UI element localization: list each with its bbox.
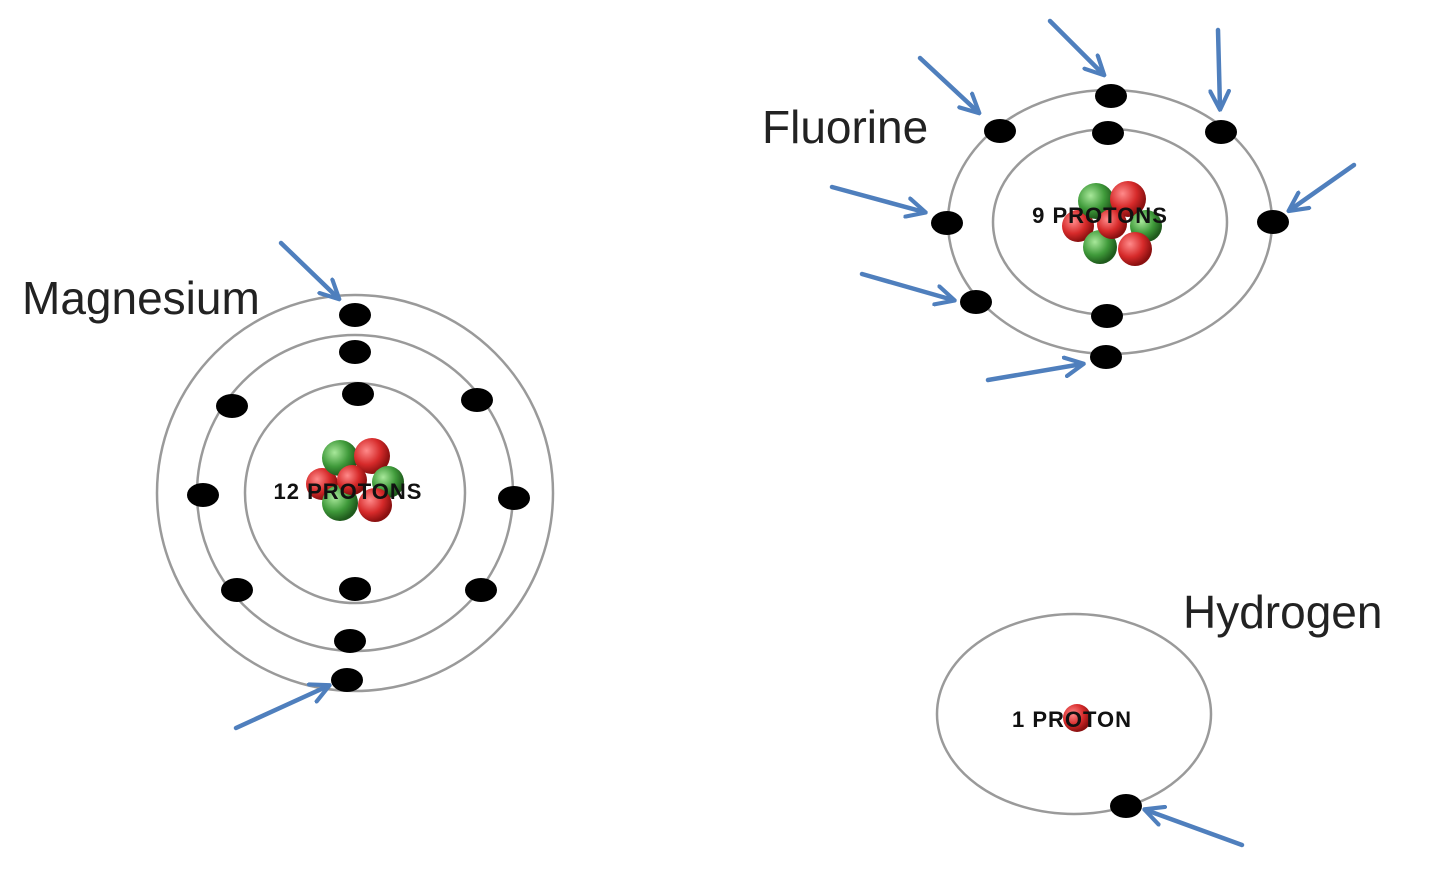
electron (1090, 345, 1122, 369)
electron (221, 578, 253, 602)
electron (931, 211, 963, 235)
valence-electron-arrow (1047, 18, 1103, 74)
valence-electron-arrow (1218, 27, 1220, 108)
fluorine-nucleus-label: 9 PROTONS (1032, 203, 1168, 228)
electron (1205, 120, 1237, 144)
electron (1092, 121, 1124, 145)
nucleus-particle (358, 488, 392, 522)
nucleus-particle (1078, 183, 1114, 219)
valence-electron-arrow (859, 271, 953, 300)
nucleus-particle (1118, 232, 1152, 266)
fluorine-name-label: Fluorine (762, 101, 928, 153)
nucleus-particle (1062, 210, 1094, 242)
electron (187, 483, 219, 507)
valence-electron-arrow (829, 184, 924, 212)
nucleus-particle (1097, 209, 1127, 239)
electron (216, 394, 248, 418)
magnesium-nucleus: 12 PROTONS (274, 438, 423, 522)
electron (465, 578, 497, 602)
magnesium-shell-3 (155, 293, 555, 693)
atom-magnesium: Magnesium 12 PROTONS (22, 240, 555, 731)
nucleus-particle (354, 438, 390, 474)
electron (342, 382, 374, 406)
electron (1110, 794, 1142, 818)
electron (1257, 210, 1289, 234)
valence-electron-arrow (233, 686, 328, 731)
magnesium-nucleus-label: 12 PROTONS (274, 479, 423, 504)
electron (461, 388, 493, 412)
electron (339, 303, 371, 327)
atom-fluorine: Fluorine 9 PROTONS (762, 18, 1357, 383)
valence-electron-arrow (1146, 810, 1245, 848)
electron (331, 668, 363, 692)
magnesium-name-label: Magnesium (22, 272, 260, 324)
valence-electron-arrow (278, 240, 338, 298)
electron (339, 340, 371, 364)
hydrogen-name-label: Hydrogen (1183, 586, 1382, 638)
electron (339, 577, 371, 601)
valence-electron-arrow (917, 55, 978, 112)
electron (334, 629, 366, 653)
electron (1091, 304, 1123, 328)
hydrogen-nucleus-label: 1 PROTON (1012, 707, 1132, 732)
nucleus-particle (1110, 181, 1146, 217)
nucleus-particle (1063, 704, 1091, 732)
electron (984, 119, 1016, 143)
valence-electron-arrow (1290, 162, 1357, 210)
hydrogen-nucleus: 1 PROTON (1012, 704, 1132, 732)
atom-hydrogen: Hydrogen 1 PROTON (935, 586, 1382, 848)
electron (960, 290, 992, 314)
hydrogen-shell-1 (935, 612, 1213, 816)
electron (1095, 84, 1127, 108)
fluorine-nucleus: 9 PROTONS (1032, 181, 1168, 266)
nucleus-particle (337, 465, 367, 495)
valence-electron-arrow (985, 364, 1082, 383)
electron (498, 486, 530, 510)
